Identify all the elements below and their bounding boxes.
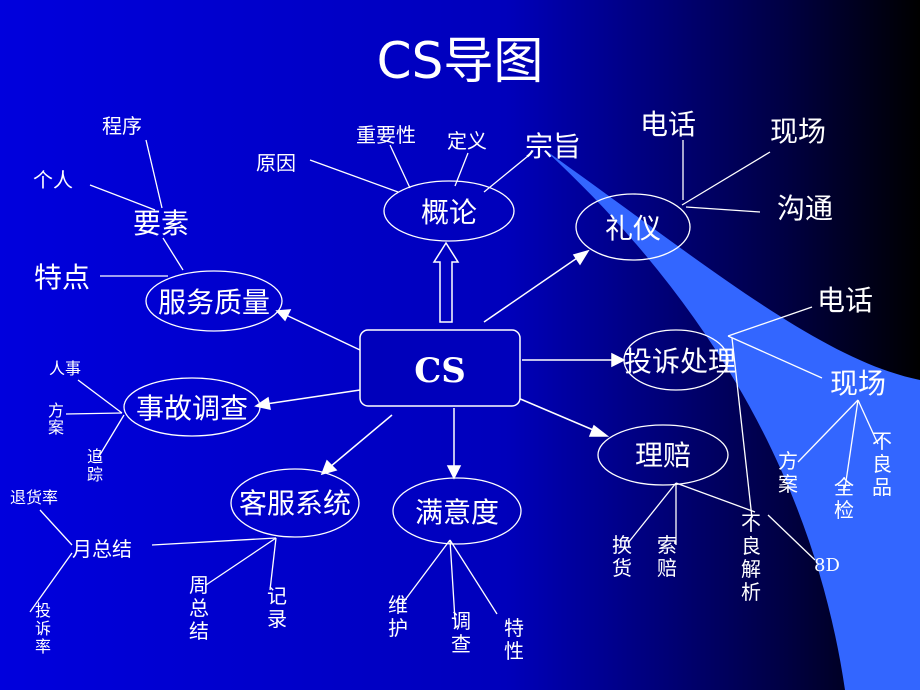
up-block-arrow	[432, 241, 460, 323]
label-characteristics: 特性	[504, 616, 524, 663]
label-elements: 要素	[133, 207, 189, 240]
label-reason: 原因	[256, 151, 296, 175]
node-complaint-ellipse	[623, 329, 729, 391]
center-arrows	[254, 249, 626, 480]
label-survey: 调查	[451, 609, 471, 656]
center-node	[359, 329, 521, 407]
label-definition: 定义	[447, 129, 487, 153]
label-phone-2: 电话	[817, 284, 873, 317]
node-etiquette-ellipse	[575, 193, 691, 261]
node-service-quality: 服务质量	[158, 286, 270, 319]
node-accident: 事故调查	[136, 392, 248, 425]
page-title: CS导图	[377, 32, 544, 90]
node-etiquette: 礼仪	[605, 212, 661, 245]
label-plan-2: 方案	[778, 449, 798, 496]
decorative-swoosh	[545, 150, 920, 690]
label-maintain: 维护	[388, 593, 408, 640]
label-return-rate: 退货率	[10, 488, 58, 507]
label-procedure: 程序	[102, 114, 142, 138]
label-communication: 沟通	[777, 192, 833, 225]
node-concept: 概论	[421, 196, 477, 229]
node-satisfaction: 满意度	[415, 496, 499, 529]
label-8d: 8D	[814, 555, 840, 576]
node-service-quality-ellipse	[145, 270, 283, 332]
label-importance: 重要性	[356, 123, 416, 147]
label-scene-2: 现场	[830, 367, 886, 400]
label-personnel: 人事	[49, 359, 81, 378]
center-node-label: CS	[414, 351, 466, 391]
label-plan-1: 方案	[48, 401, 64, 437]
node-concept-ellipse	[383, 180, 515, 242]
label-phone-1: 电话	[640, 108, 696, 141]
node-claims: 理赔	[635, 439, 691, 472]
label-purpose: 宗旨	[525, 130, 581, 163]
label-exchange: 换货	[612, 533, 632, 580]
node-cs-system-ellipse	[230, 468, 360, 538]
topic-nodes	[123, 180, 729, 545]
label-monthly-summary: 月总结	[72, 537, 132, 561]
label-features: 特点	[34, 261, 90, 294]
topic-node-labels: 概论 礼仪 服务质量 投诉处理 事故调查 理赔 客服系统 满意度	[136, 196, 736, 529]
label-tracking: 追踪	[87, 447, 103, 484]
node-satisfaction-ellipse	[392, 477, 522, 545]
label-defect-analysis: 不良解析	[741, 511, 761, 604]
connector-lines	[29, 139, 879, 621]
label-defective: 不良品	[872, 429, 892, 499]
label-weekly-summary: 周总结	[189, 573, 209, 643]
label-full-check: 全检	[834, 475, 854, 522]
node-complaint: 投诉处理	[624, 345, 736, 378]
node-cs-system: 客服系统	[239, 487, 351, 520]
label-scene-1: 现场	[770, 115, 826, 148]
label-individual: 个人	[33, 168, 73, 192]
label-record: 记录	[267, 584, 287, 631]
label-compensation: 索赔	[657, 533, 677, 580]
label-complaint-rate: 投诉率	[35, 601, 51, 656]
vertical-labels: 方案 全检 不良品 方案 追踪 换货 索赔 不良解析 投诉率 周总结 记录 维护…	[35, 401, 892, 663]
leaf-labels: 原因 重要性 定义 宗旨 电话 现场 沟通 程序 个人 要素 特点 电话 现场 …	[10, 108, 886, 576]
node-claims-ellipse	[597, 424, 729, 486]
node-accident-ellipse	[123, 377, 261, 437]
